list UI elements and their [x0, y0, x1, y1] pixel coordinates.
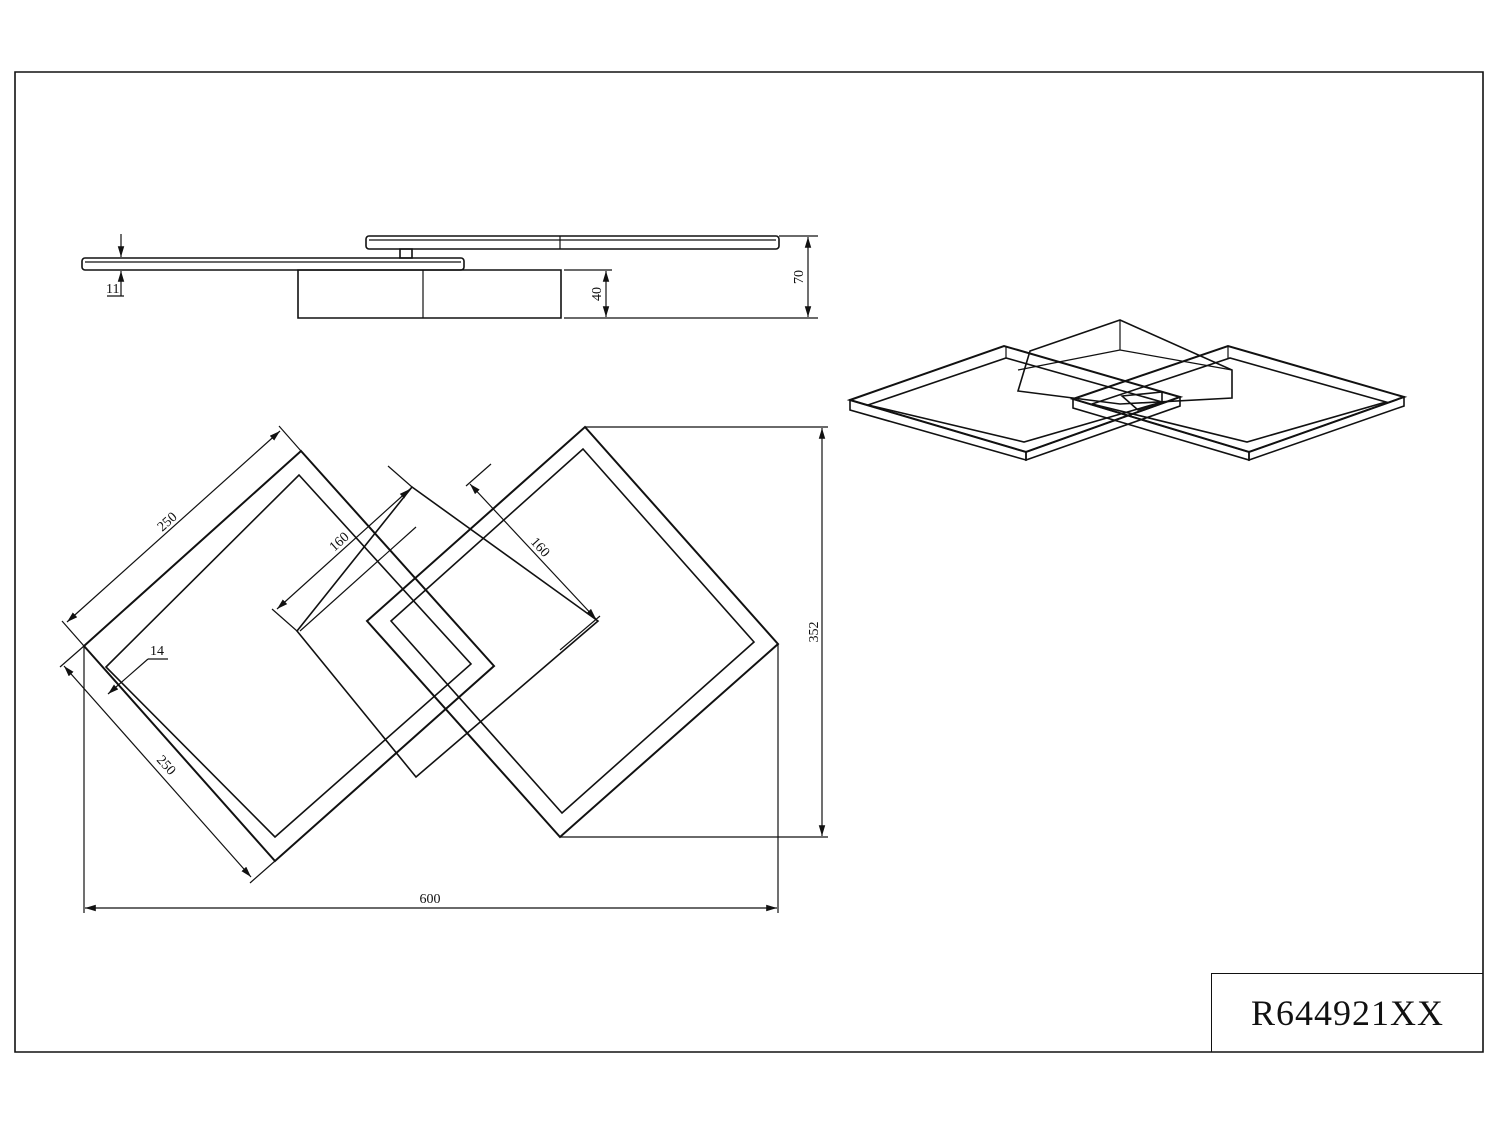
sheet-border	[15, 72, 1483, 1052]
part-number: R644921XX	[1250, 993, 1444, 1033]
dim-frame-side-upper: 250	[155, 510, 181, 535]
top-view	[60, 426, 828, 913]
dim-total-height: 352	[807, 622, 822, 643]
dim-side-total-height: 70	[792, 270, 807, 284]
dim-frame-width: 14	[150, 644, 164, 659]
isometric-view	[850, 320, 1404, 460]
title-block: R644921XX	[1211, 973, 1483, 1052]
dim-frame-side-lower: 250	[153, 753, 178, 779]
dim-inner-frame-right: 160	[527, 535, 552, 561]
dim-side-thickness: 11	[106, 282, 119, 297]
side-view	[82, 234, 818, 318]
dim-inner-frame-left: 160	[327, 530, 353, 555]
dim-total-width: 600	[420, 892, 441, 907]
dim-side-base-height: 40	[590, 287, 605, 301]
